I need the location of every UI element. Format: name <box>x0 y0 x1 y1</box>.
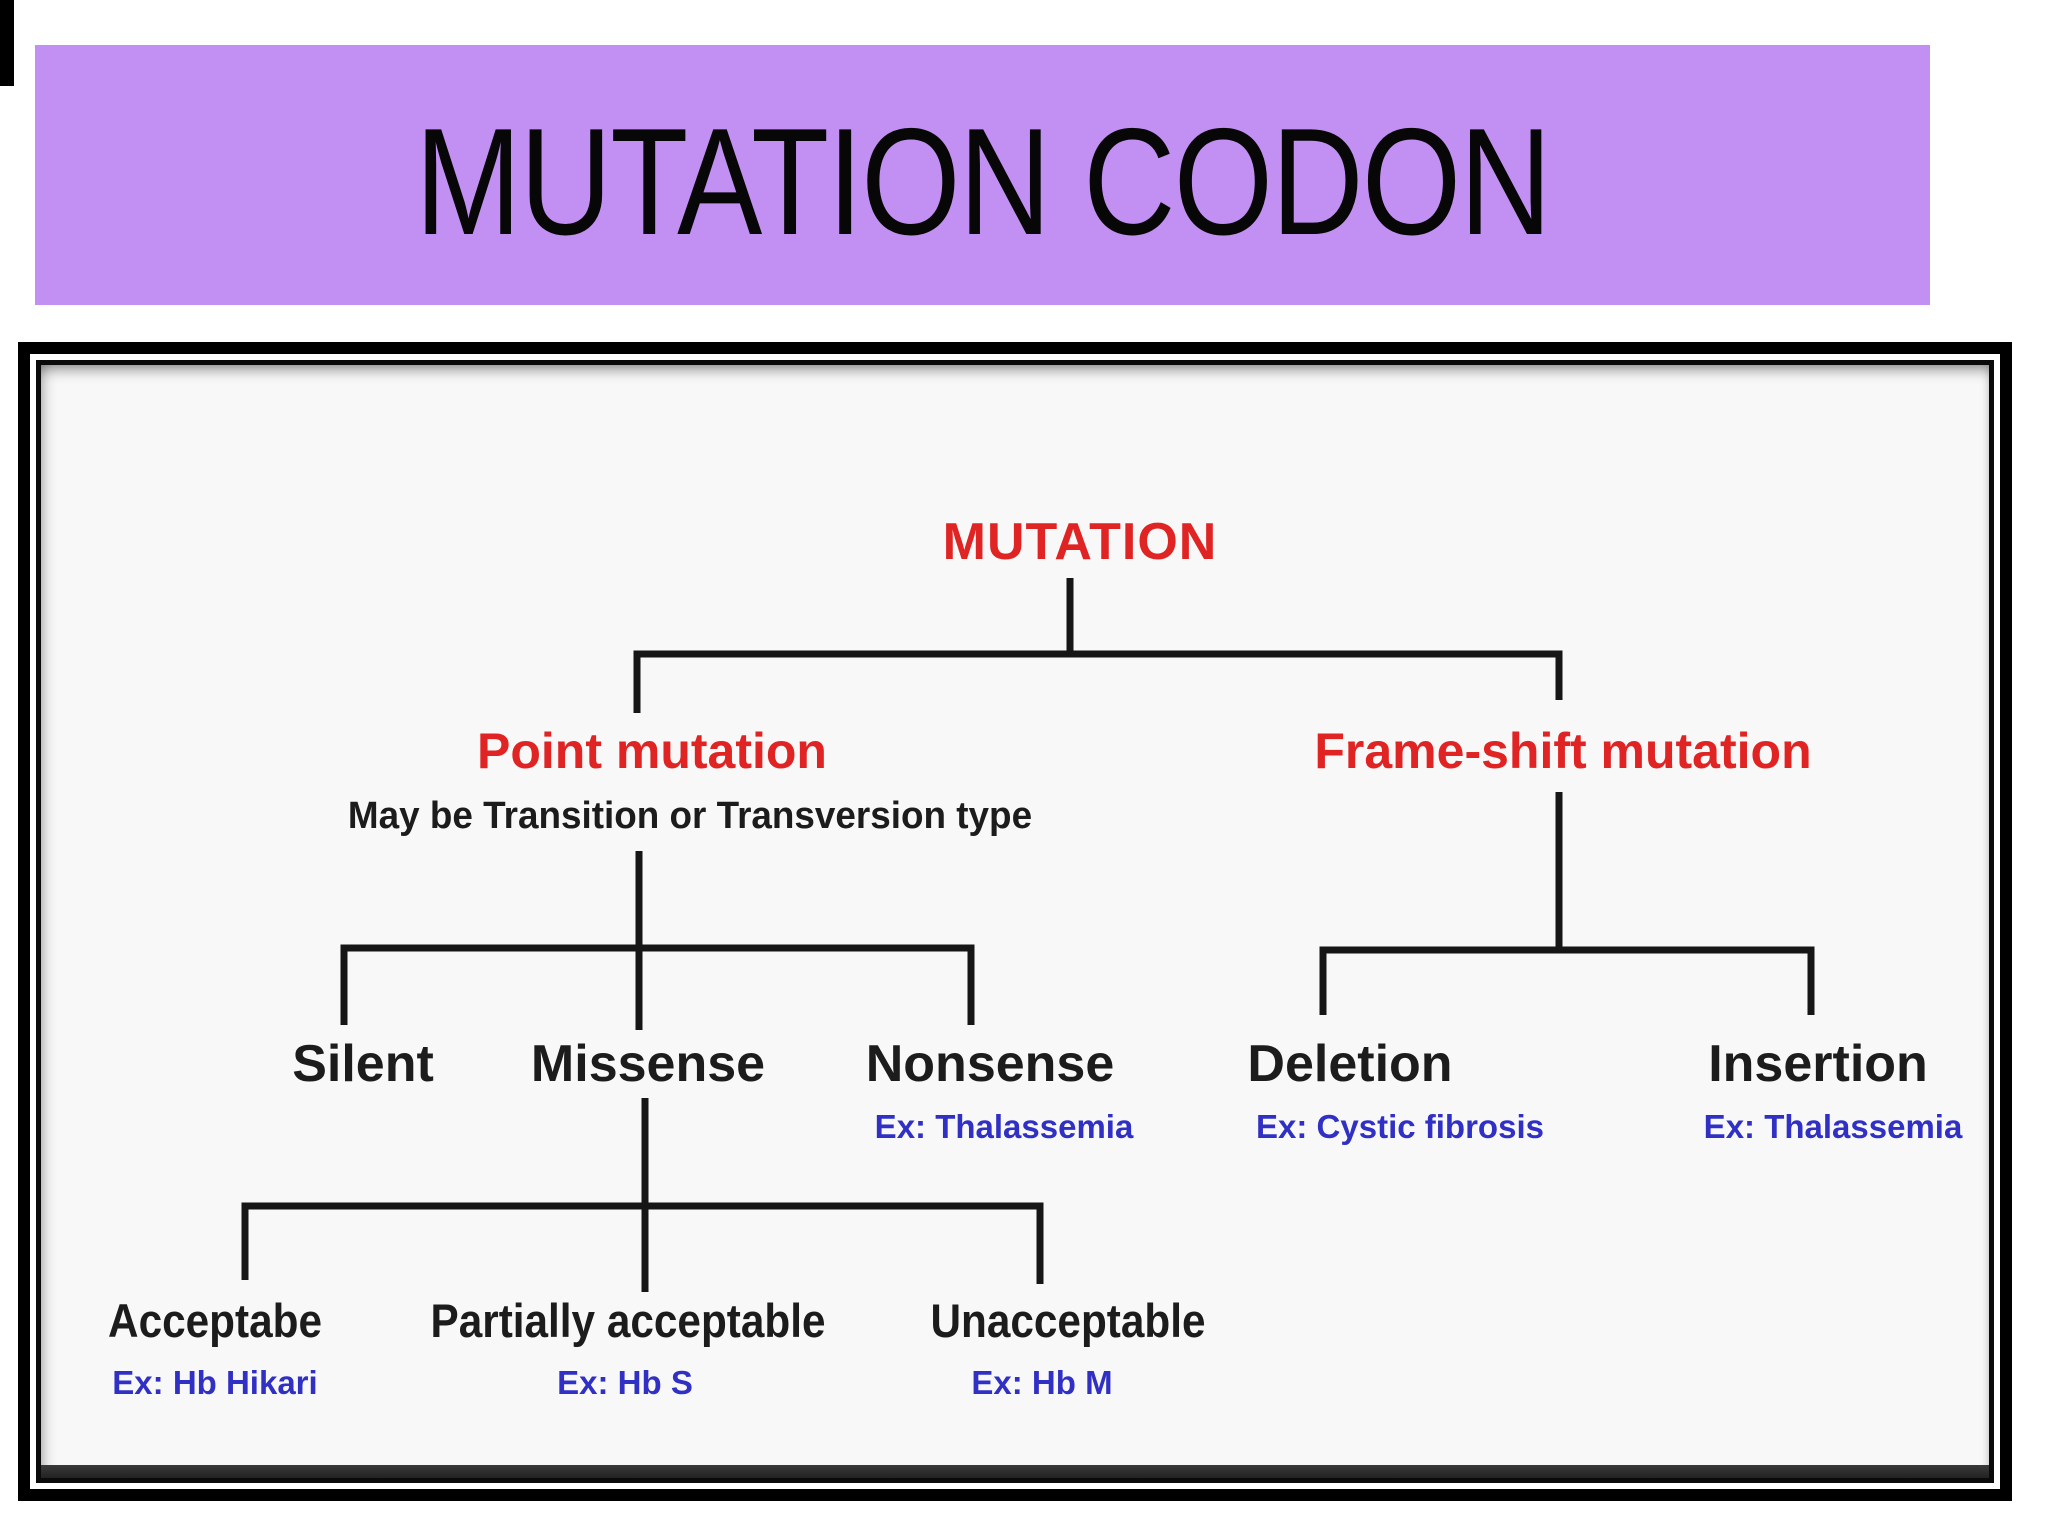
example-deletion: Ex: Cystic fibrosis <box>1256 1108 1544 1145</box>
example-acceptable: Ex: Hb Hikari <box>112 1364 318 1401</box>
corner-artifact-bar <box>0 0 14 86</box>
node-silent: Silent <box>292 1035 434 1093</box>
note-point-mutation: May be Transition or Transversion type <box>347 795 1033 837</box>
node-point-mutation: Point mutation <box>477 723 827 779</box>
example-nonsense: Ex: Thalassemia <box>874 1108 1134 1145</box>
example-unacceptable: Ex: Hb M <box>971 1364 1113 1401</box>
example-partially-acceptable: Ex: Hb S <box>557 1364 693 1401</box>
node-frameshift-mutation: Frame-shift mutation <box>1314 723 1812 779</box>
node-unacceptable: Unacceptable <box>930 1294 1206 1347</box>
node-acceptable: Acceptabe <box>108 1294 322 1347</box>
example-insertion: Ex: Thalassemia <box>1703 1108 1963 1145</box>
diagram-frame <box>18 342 2012 1501</box>
bottom-shadow-strip <box>41 1465 1989 1478</box>
node-nonsense: Nonsense <box>865 1035 1115 1093</box>
node-mutation: MUTATION <box>942 513 1218 571</box>
page-title: MUTATION CODON <box>415 96 1552 267</box>
diagram-canvas <box>36 360 1994 1483</box>
title-banner: MUTATION CODON <box>35 45 1930 305</box>
node-missense: Missense <box>530 1035 766 1093</box>
node-deletion: Deletion <box>1247 1035 1453 1093</box>
node-partially-acceptable: Partially acceptable <box>430 1294 826 1347</box>
node-insertion: Insertion <box>1708 1035 1928 1093</box>
